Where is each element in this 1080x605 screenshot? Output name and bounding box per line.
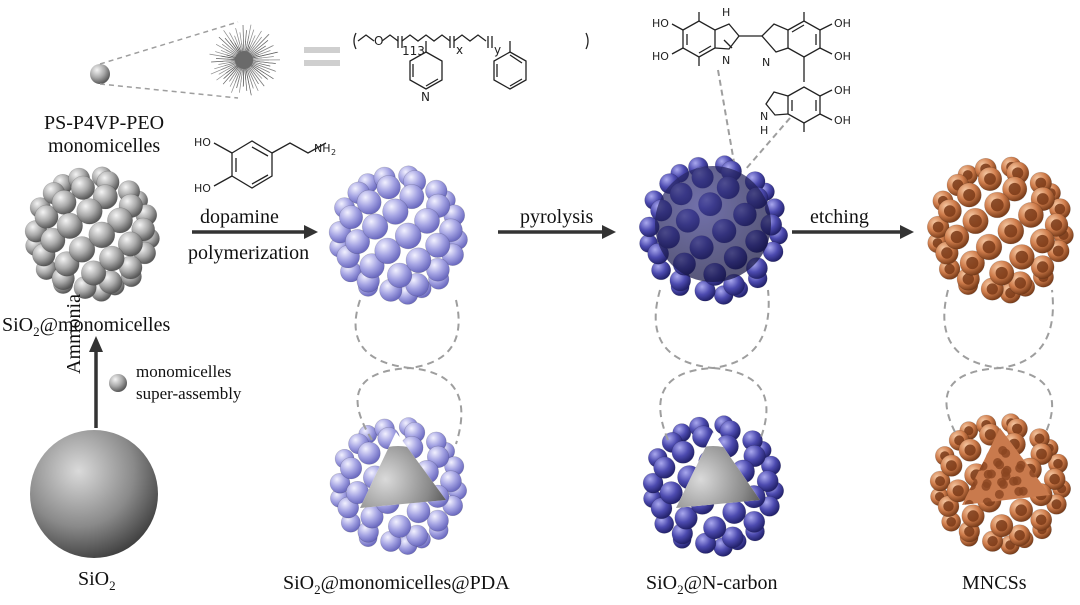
silica-core-sphere: [30, 430, 158, 558]
polymer-labels: O 113 x y N: [374, 34, 501, 104]
svg-text:HO: HO: [652, 17, 669, 30]
monomicelle-title: PS-P4VP-PEO: [44, 112, 164, 134]
n-carbon-sphere: [639, 156, 787, 305]
pda-coated-sphere: [329, 166, 467, 305]
zoom-line-top: [100, 22, 238, 64]
monomicelle-zoom: [90, 22, 340, 98]
svg-text:113: 113: [402, 44, 425, 58]
zoom-bubble-nc-top: [656, 290, 769, 368]
svg-text:N: N: [760, 110, 768, 123]
equals-bar-bottom: [304, 60, 340, 66]
mncs-sphere: [927, 157, 1073, 303]
mncs-cross-section: [920, 400, 1080, 560]
svg-text:HO: HO: [652, 50, 669, 63]
svg-text:OH: OH: [834, 114, 851, 127]
indole-pointer-1: [718, 70, 735, 168]
arrow-dopamine-head: [304, 225, 318, 239]
arrow-etching-head: [900, 225, 914, 239]
step-etching-label: etching: [810, 206, 869, 228]
svg-text:2: 2: [331, 148, 336, 157]
svg-text:y: y: [494, 43, 501, 57]
zoom-bubble-cu-bottom: [946, 368, 1052, 432]
svg-text:N: N: [421, 90, 430, 104]
step-dopamine-label: dopamine: [200, 206, 279, 228]
monomicelle-small-icon: [109, 374, 127, 392]
indole-labels: H N N H N HO HO OH OH OH OH: [652, 6, 851, 137]
stage-label-n-carbon: SiO2@N-carbon: [646, 572, 778, 601]
zoom-bubble-cu-top: [944, 290, 1053, 368]
svg-text:NH: NH: [314, 142, 331, 155]
zoom-line-bottom: [100, 84, 238, 98]
svg-text:H: H: [760, 124, 768, 137]
step-pyrolysis-label: pyrolysis: [520, 206, 593, 228]
polymer-structure: [354, 33, 588, 89]
stage-label-silica-core: SiO2: [78, 568, 116, 597]
svg-text:O: O: [374, 34, 383, 48]
n-carbon-cross-section: [633, 406, 793, 566]
stage-label-mncs: MNCSs: [962, 572, 1026, 594]
stage-label-silica-monomicelles: SiO2@monomicelles: [2, 314, 170, 343]
svg-text:N: N: [722, 54, 730, 67]
svg-text:x: x: [456, 43, 463, 57]
svg-text:H: H: [722, 6, 730, 19]
equals-bar-top: [304, 47, 340, 53]
hairy-micelle-icon: [210, 25, 281, 96]
assembly-label-line1: monomicelles: [136, 362, 231, 382]
assembly-label-line2: super-assembly: [136, 384, 241, 404]
svg-text:HO: HO: [194, 182, 211, 195]
svg-text:OH: OH: [834, 50, 851, 63]
step-polymerization-label: polymerization: [188, 242, 309, 264]
svg-text:N: N: [762, 56, 770, 69]
arrow-pyrolysis-head: [602, 225, 616, 239]
monomicelle-subtitle: monomicelles: [48, 135, 160, 157]
svg-text:OH: OH: [834, 84, 851, 97]
monomicelle-sphere-icon: [90, 64, 110, 84]
stage-label-pda: SiO2@monomicelles@PDA: [283, 572, 510, 601]
svg-text:HO: HO: [194, 136, 211, 149]
dopamine-labels: HO HO NH 2: [194, 136, 336, 195]
pda-cross-section: [318, 406, 478, 566]
svg-text:OH: OH: [834, 17, 851, 30]
dopamine-structure: [214, 141, 326, 188]
silica-monomicelle-sphere: [25, 167, 159, 302]
indole-structure: [672, 12, 832, 132]
zoom-bubble-pda-top: [356, 300, 459, 368]
